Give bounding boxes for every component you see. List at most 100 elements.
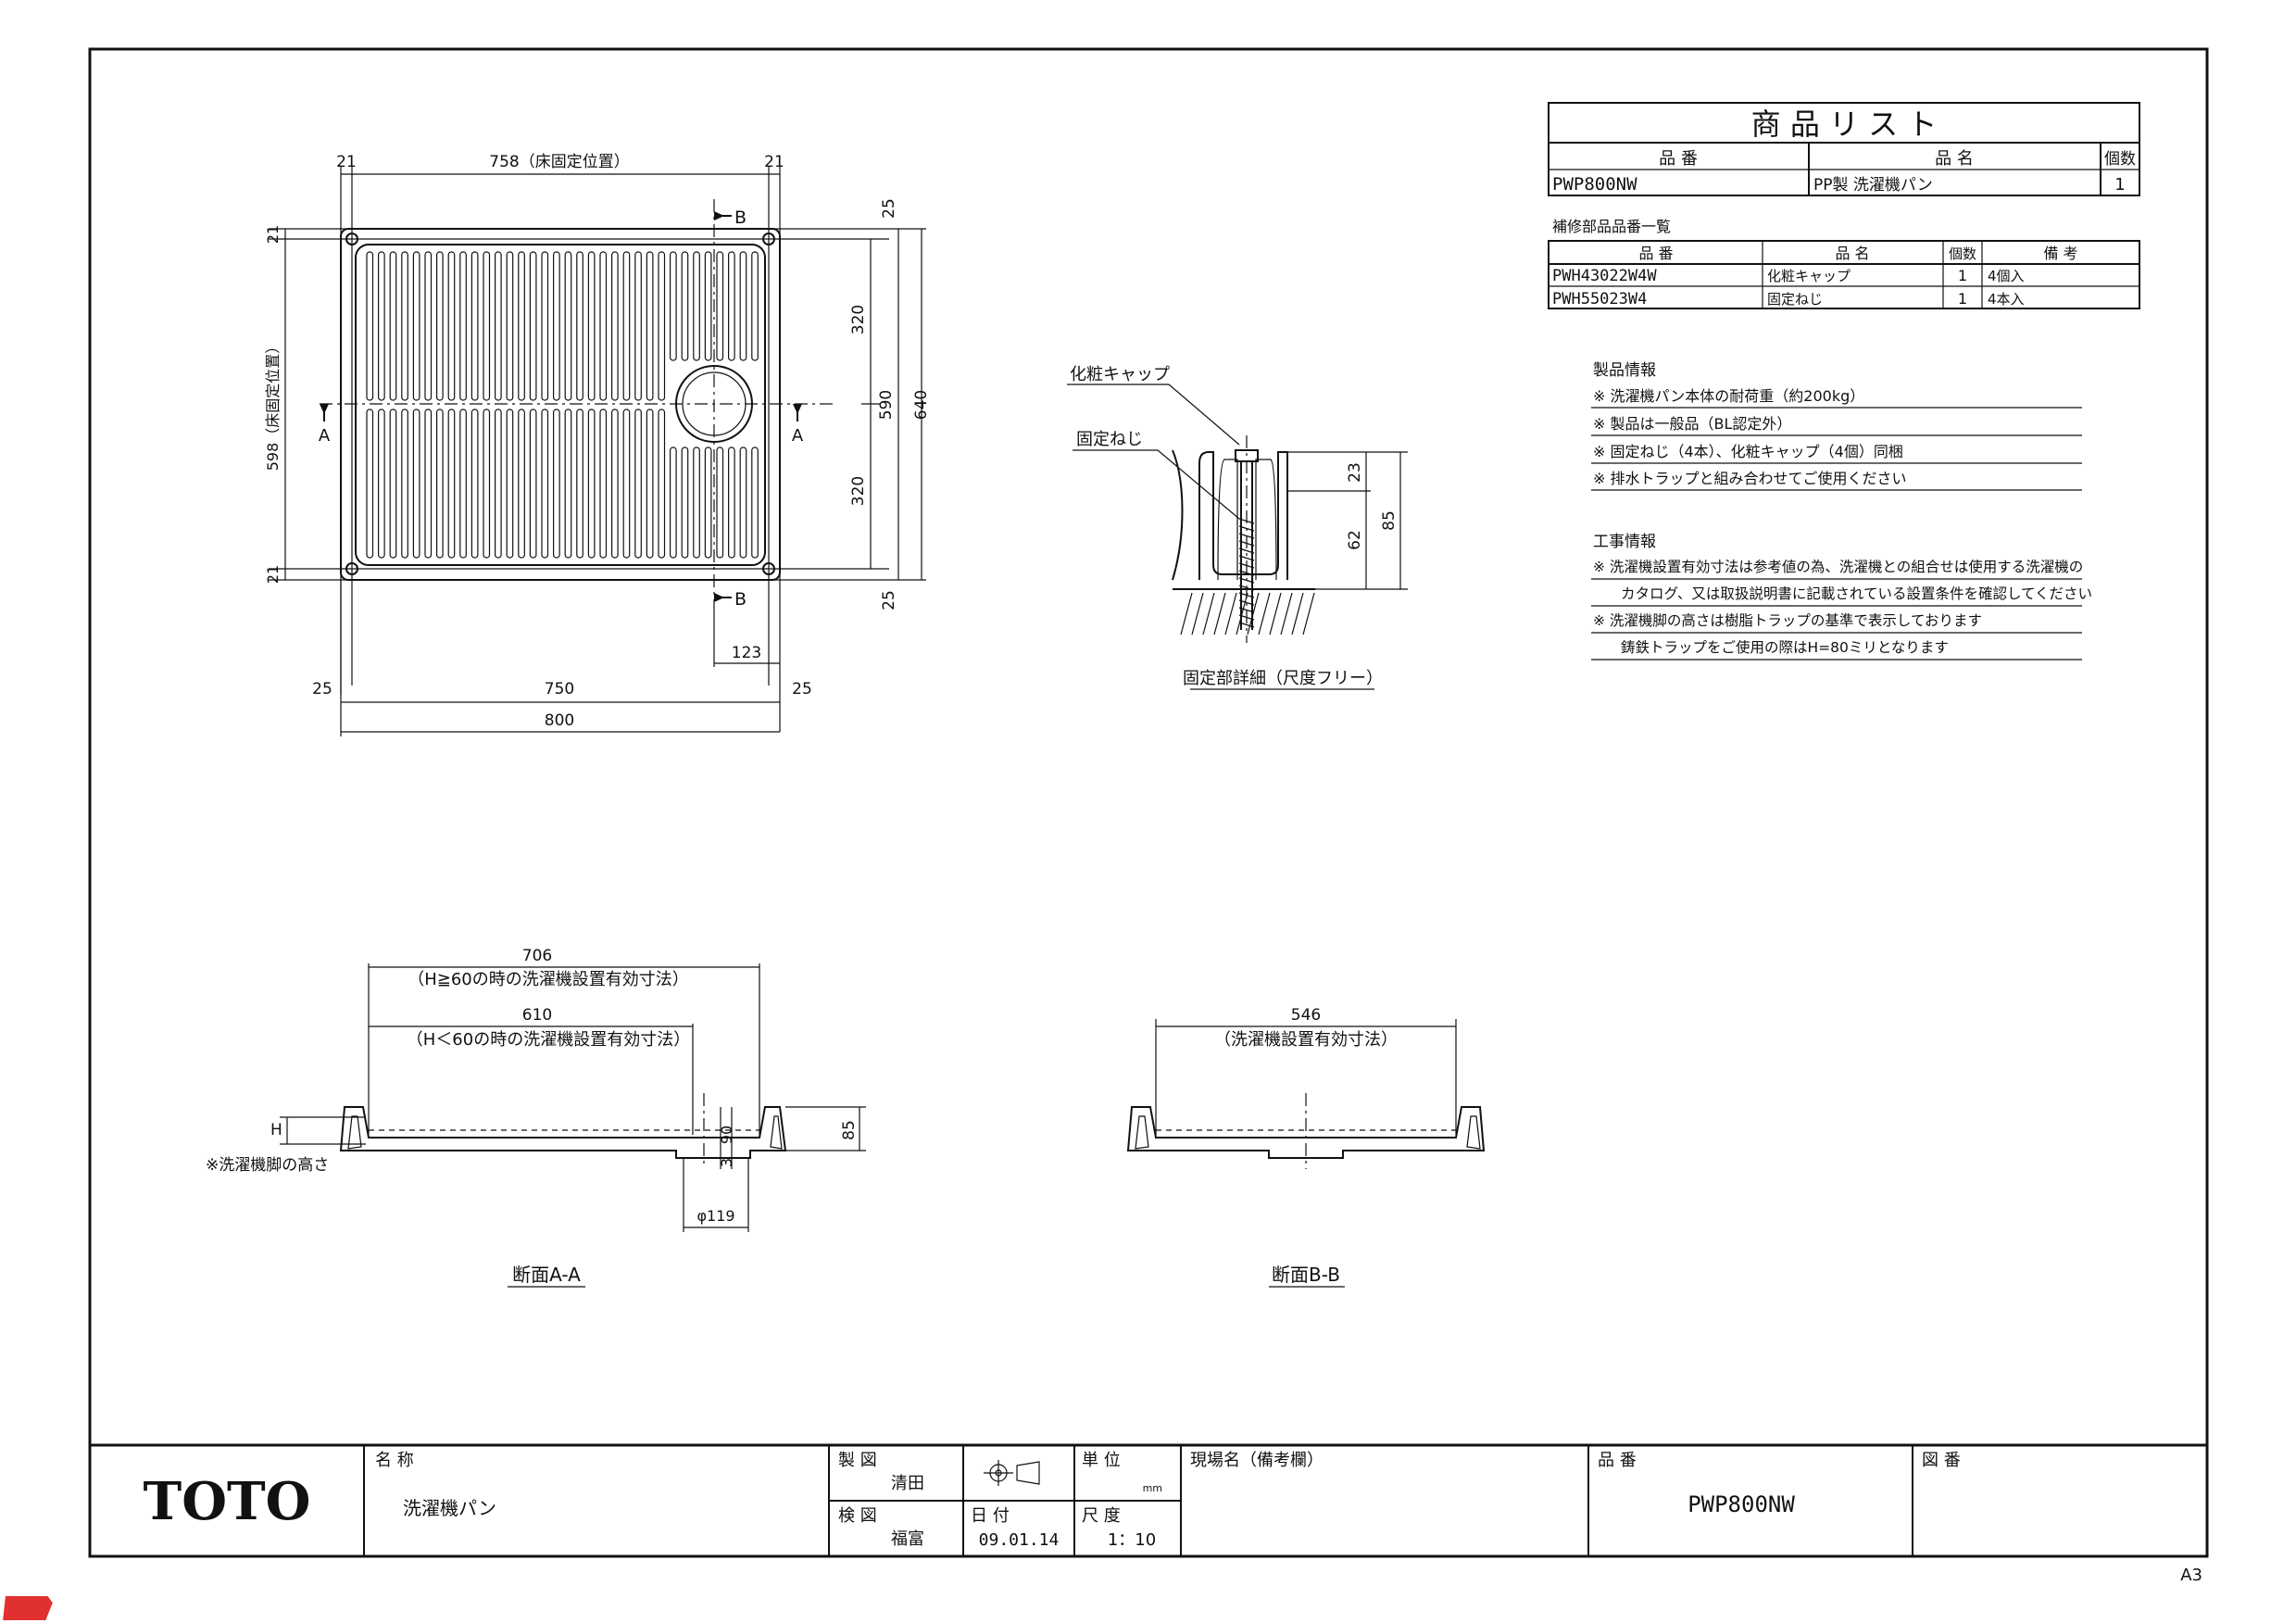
title-part-label: 品 番: [1598, 1451, 1637, 1470]
title-checked-label: 検 図: [838, 1506, 877, 1526]
screw-thread-line: [1238, 518, 1255, 524]
plan-dim-right-320a: 320: [849, 305, 868, 334]
construction-info-notes: 工事情報 ※ 洗濯機設置有効寸法は参考値の為、洗濯機との組合せは使用する洗濯機の…: [1591, 533, 2092, 661]
construction-info-line-1: ※ 洗濯機設置有効寸法は参考値の為、洗濯機との組合せは使用する洗濯機の: [1593, 559, 2083, 575]
rib: [470, 409, 479, 559]
rib: [401, 251, 408, 401]
screw-thread-line: [1238, 533, 1255, 539]
product-list-row-part-no: PWP800NW: [1552, 174, 1637, 195]
product-info-line-2: ※ 製品は一般品（BL認定外）: [1593, 415, 1791, 433]
plan-dim-bottom-800: 800: [545, 711, 574, 730]
pan-ribs: [366, 251, 759, 559]
rib: [506, 409, 514, 559]
rib: [634, 409, 642, 559]
title-site-label: 現場名（備考欄）: [1190, 1451, 1324, 1470]
rib: [716, 251, 724, 361]
rib: [424, 409, 433, 559]
product-info-heading: 製品情報: [1593, 361, 1656, 380]
floor-hatch-line: [1258, 592, 1271, 635]
product-list-header-name: 品 名: [1935, 149, 1974, 169]
rib: [447, 251, 456, 401]
rib: [646, 251, 654, 401]
plan-dim-top-mid: 758（床固定位置）: [489, 153, 629, 171]
rib: [412, 409, 420, 559]
third-angle-projection-icon: [984, 1460, 1040, 1486]
rib: [436, 409, 444, 559]
rib: [518, 409, 525, 559]
title-part-value: PWP800NW: [1687, 1491, 1795, 1517]
detail-dim-23: 23: [1346, 462, 1364, 483]
rib: [739, 251, 747, 361]
rib: [401, 409, 408, 559]
rib: [366, 409, 374, 559]
rib: [669, 447, 677, 559]
rib: [658, 409, 666, 559]
rib: [693, 251, 700, 361]
aa-dim-phi: φ119: [696, 1207, 734, 1225]
title-drawn-value: 清田: [891, 1474, 924, 1493]
aa-dim-706: 706: [522, 947, 552, 965]
detail-dim-85: 85: [1380, 510, 1399, 531]
title-scale-label: 尺 度: [1082, 1506, 1121, 1526]
plan-dim-left-mid: 598（床固定位置）: [264, 339, 282, 472]
product-list-title: 商 品 リ ス ト: [1751, 107, 1938, 142]
toto-logo: TOTO: [144, 1471, 311, 1532]
spare-row-1-name: 化粧キャップ: [1767, 268, 1851, 284]
floor-hatch-line: [1269, 592, 1282, 635]
rib: [483, 251, 491, 401]
aa-dim-85: 85: [840, 1120, 859, 1140]
fixing-detail: 化粧キャップ 固定ねじ 23 62 85 固定部詳細（尺度フリー）: [1067, 365, 1408, 690]
detail-caption: 固定部詳細（尺度フリー）: [1183, 669, 1383, 688]
plan-view: 21 758（床固定位置） 21 21 598（床固定位置） 21 25 320…: [264, 153, 931, 736]
screw-thread-line: [1238, 622, 1255, 628]
rib: [693, 447, 700, 559]
sheet-frame: [88, 47, 2209, 1558]
construction-info-line-4: 鋳鉄トラップをご使用の際はH=80ミリとなります: [1621, 639, 1949, 656]
rib: [412, 251, 420, 401]
floor-hatch-line: [1180, 592, 1193, 635]
spare-row-1-part-no: PWH43022W4W: [1552, 267, 1657, 285]
aa-dim-3: 3: [718, 1158, 735, 1167]
spare-header-part-no: 品 番: [1638, 245, 1673, 262]
rib: [552, 251, 560, 401]
screw-thread-line: [1238, 525, 1255, 532]
rib: [751, 447, 759, 559]
aa-dim-610: 610: [522, 1006, 552, 1025]
rib: [739, 447, 747, 559]
product-info-notes: 製品情報 ※ 洗濯機パン本体の耐荷重（約200kg） ※ 製品は一般品（BL認定…: [1591, 361, 2082, 491]
floor-hatch-line: [1213, 592, 1226, 635]
rib: [751, 251, 759, 361]
spare-header-name: 品 名: [1835, 245, 1869, 262]
screw-thread-line: [1238, 607, 1255, 613]
section-marker-a-right: A: [792, 426, 804, 446]
rib: [622, 409, 631, 559]
rib: [622, 251, 631, 401]
title-checked-value: 福富: [891, 1529, 924, 1549]
rib: [681, 447, 689, 559]
bb-note-546: （洗濯機設置有効寸法）: [1214, 1030, 1398, 1050]
rib: [541, 251, 549, 401]
bb-pan-profile: [1126, 1106, 1486, 1159]
aa-note-leg-height: ※洗濯機脚の高さ: [206, 1156, 329, 1175]
rib: [459, 409, 467, 559]
plan-dim-bottom-25a: 25: [312, 680, 332, 698]
rib: [564, 251, 572, 401]
title-drawing-no-label: 図 番: [1922, 1451, 1961, 1470]
screw-thread-line: [1238, 577, 1255, 584]
aa-caption: 断面A-A: [512, 1264, 581, 1286]
rib: [658, 251, 666, 401]
plan-dim-bottom-123: 123: [732, 644, 761, 662]
plan-dim-left-top: 21: [264, 225, 282, 244]
product-info-line-3: ※ 固定ねじ（4本）、化粧キャップ（4個）同梱: [1593, 443, 1903, 460]
rib: [389, 409, 397, 559]
floor-hatch-line: [1236, 592, 1248, 635]
rib: [587, 409, 596, 559]
plan-dim-top-right: 21: [764, 153, 784, 171]
plan-dim-top-left: 21: [336, 153, 357, 171]
plan-dim-right-bottom: 25: [880, 590, 898, 610]
product-info-line-4: ※ 排水トラップと組み合わせてご使用ください: [1593, 470, 1907, 487]
rib: [424, 251, 433, 401]
screw-hole-icon: [345, 233, 358, 245]
title-unit-label: 単 位: [1082, 1451, 1121, 1470]
